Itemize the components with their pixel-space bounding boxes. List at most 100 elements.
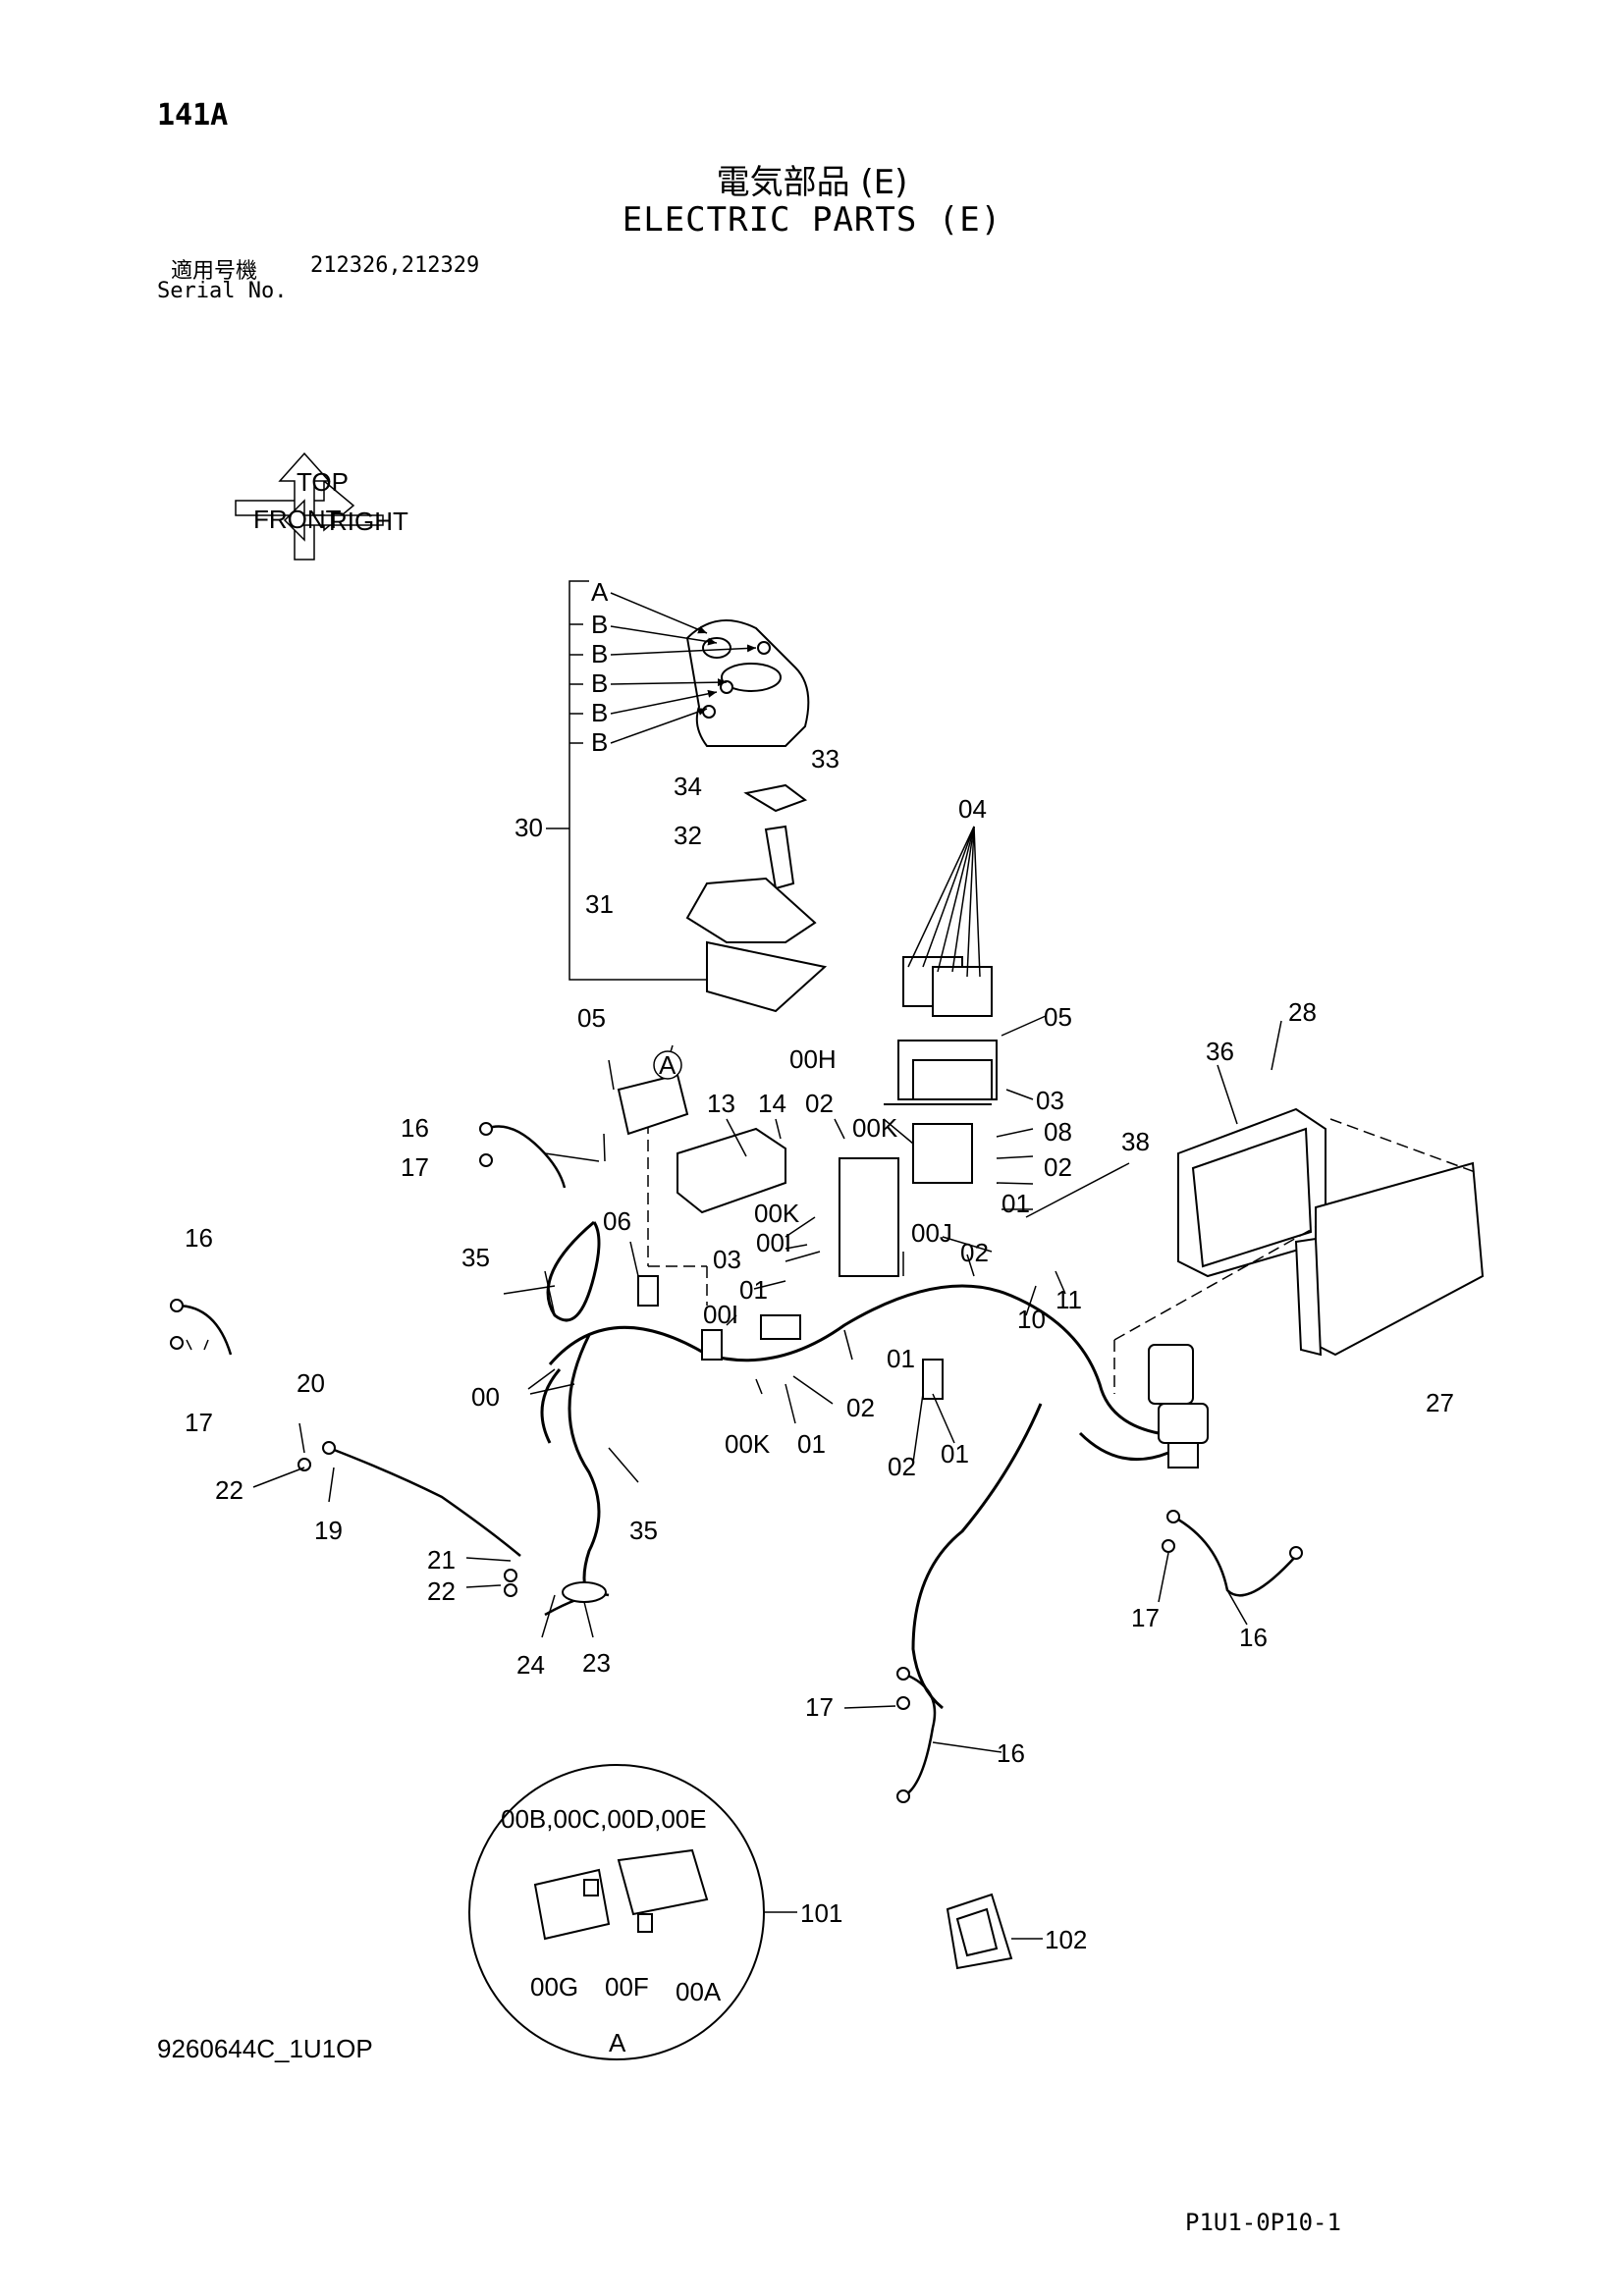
callout-00g: 00G (530, 1972, 578, 2002)
callout-38: 38 (1121, 1127, 1150, 1156)
monitor-bracket (685, 783, 828, 1013)
orientation-arrows-icon: FRONT TOP RIGHT (235, 452, 408, 561)
callout-b-4: B (591, 698, 608, 727)
callout-a: A (591, 577, 609, 607)
terminals (170, 1122, 1303, 1803)
callout-16-a: 16 (401, 1113, 429, 1143)
callout-00k-lower: 00K (725, 1429, 771, 1459)
page-title-jp: 電気部品 (E) (716, 163, 908, 202)
callout-21: 21 (427, 1545, 456, 1575)
callout-00j: 00J (911, 1218, 952, 1248)
callout-17-d: 17 (805, 1692, 834, 1722)
orientation-label-top: TOP (297, 467, 349, 497)
callout-02-lower: 02 (846, 1393, 875, 1422)
callout-00i-mid: 00I (703, 1300, 738, 1329)
callout-b-5: B (591, 727, 608, 757)
serial-label-en: Serial No. (157, 279, 288, 303)
callout-17-c: 17 (1131, 1603, 1160, 1632)
callout-13: 13 (707, 1089, 735, 1118)
callout-27: 27 (1426, 1388, 1454, 1417)
callout-05-right: 05 (1044, 1002, 1072, 1032)
callout-35-a: 35 (461, 1243, 490, 1272)
callout-31: 31 (585, 889, 614, 919)
callout-00k-mid: 00K (754, 1199, 800, 1228)
label-102 (946, 1893, 1043, 1970)
callout-17-a: 17 (401, 1152, 429, 1182)
callout-00i-top: 00I (756, 1228, 791, 1257)
page-number: 141A (157, 98, 229, 133)
callout-02-mid: 02 (960, 1238, 989, 1267)
controller-cover-27 (1294, 1161, 1485, 1357)
serial-label-jp: 適用号機 (171, 259, 258, 284)
callout-16-b: 16 (185, 1223, 213, 1253)
callout-03-right: 03 (1036, 1086, 1064, 1115)
callout-00h: 00H (789, 1044, 837, 1074)
callout-101: 101 (800, 1898, 842, 1928)
callout-00: 00 (471, 1382, 500, 1412)
callout-b-3: B (591, 668, 608, 698)
callout-01-lower: 01 (887, 1344, 915, 1373)
callout-23: 23 (582, 1648, 611, 1678)
cable-tie-35 (546, 1220, 601, 1322)
dashed-guides (647, 1104, 1479, 1394)
callout-00b-group: 00B,00C,00D,00E (501, 1804, 707, 1834)
callout-20: 20 (297, 1368, 325, 1398)
controller-36 (1177, 1107, 1326, 1278)
callout-24: 24 (516, 1650, 545, 1680)
detail-view-A (468, 1764, 797, 2060)
callout-a-detail: A (609, 2028, 626, 2057)
drawing-code: 9260644C_1U1OP (157, 2034, 373, 2063)
circle-a-marker-label: A (659, 1050, 677, 1080)
page-code: P1U1-0P10-1 (1185, 2209, 1341, 2236)
callout-16-d: 16 (997, 1738, 1025, 1768)
serial-numbers: 212326,212329 (310, 253, 480, 278)
callout-00f: 00F (605, 1972, 649, 2002)
callout-19: 19 (314, 1516, 343, 1545)
callout-34: 34 (674, 772, 702, 801)
orientation-label-right: RIGHT (329, 507, 408, 536)
monitor-unit (685, 619, 810, 747)
callout-00k-top: 00K (852, 1113, 898, 1143)
orientation-label-front: FRONT (253, 505, 342, 534)
connector-cluster (637, 1123, 1209, 1468)
callout-01-lower2: 01 (797, 1429, 826, 1459)
callout-10: 10 (1017, 1305, 1046, 1334)
callout-02-top: 02 (805, 1089, 834, 1118)
circle-a-marker (653, 1050, 682, 1080)
callout-16-c: 16 (1239, 1623, 1268, 1652)
callout-b-1: B (591, 610, 608, 639)
callout-02-right: 02 (1044, 1152, 1072, 1182)
relay-leaders (907, 826, 981, 978)
callout-36: 36 (1206, 1037, 1234, 1066)
callout-05-left: 05 (577, 1003, 606, 1033)
callout-01-bottom: 01 (941, 1439, 969, 1468)
callout-leaders (186, 1015, 1282, 1753)
callout-32: 32 (674, 821, 702, 850)
callout-01-right: 01 (1001, 1189, 1030, 1218)
relay-A (617, 1073, 689, 1136)
main-harness (540, 1284, 1169, 1710)
callout-35-b: 35 (629, 1516, 658, 1545)
callout-00a: 00A (676, 1977, 722, 2006)
group-bracket-30 (546, 580, 707, 981)
callout-30: 30 (514, 813, 543, 842)
callout-22-a: 22 (215, 1475, 244, 1505)
ground-wires (176, 1125, 1297, 1798)
callout-03-mid: 03 (713, 1245, 741, 1274)
callout-22-b: 22 (427, 1576, 456, 1606)
callout-11: 11 (1056, 1285, 1082, 1314)
callout-28: 28 (1288, 997, 1317, 1027)
callout-02-bottom: 02 (888, 1452, 916, 1481)
callout-33: 33 (811, 744, 839, 774)
page-title-en: ELECTRIC PARTS (E) (622, 200, 1002, 240)
callout-01-mid: 01 (739, 1275, 768, 1305)
callout-06: 06 (603, 1206, 631, 1236)
callout-b-2: B (591, 639, 608, 668)
callout-04: 04 (958, 794, 987, 824)
callout-14: 14 (758, 1089, 786, 1118)
module-13 (677, 1127, 786, 1214)
relay-block (884, 956, 998, 1105)
callout-08: 08 (1044, 1117, 1072, 1147)
callout-17-b: 17 (185, 1408, 213, 1437)
